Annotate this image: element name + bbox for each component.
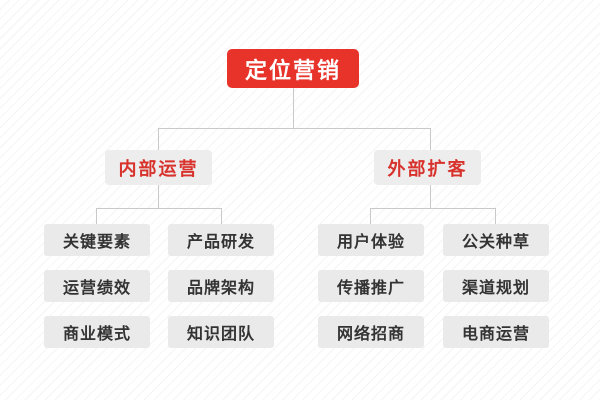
leaf-node[interactable]: 用户体验 [318,224,424,256]
leaf-node[interactable]: 传播推广 [318,270,424,302]
connector-branch-external-drop [430,128,431,150]
root-node[interactable]: 定位营销 [227,49,359,88]
connector-internal-col2-drop [221,208,222,224]
leaf-node[interactable]: 网络招商 [318,316,424,348]
connector-level1-bar [158,128,431,129]
connector-external-bar [370,208,496,209]
connector-internal-bar [96,208,222,209]
leaf-node[interactable]: 电商运营 [443,316,549,348]
connector-external-stem [430,185,431,208]
connector-internal-stem [158,185,159,208]
leaf-node[interactable]: 品牌架构 [168,270,274,302]
leaf-node[interactable]: 知识团队 [168,316,274,348]
connector-root-stem [293,88,294,128]
connector-internal-col1-drop [96,208,97,224]
connector-branch-internal-drop [158,128,159,150]
branch-node-external[interactable]: 外部扩客 [374,150,481,185]
leaf-node[interactable]: 渠道规划 [443,270,549,302]
leaf-node[interactable]: 公关种草 [443,224,549,256]
branch-node-internal[interactable]: 内部运营 [105,150,212,185]
leaf-node[interactable]: 商业模式 [44,316,150,348]
connector-external-col2-drop [495,208,496,224]
connector-external-col1-drop [370,208,371,224]
leaf-node[interactable]: 运营绩效 [44,270,150,302]
leaf-node[interactable]: 关键要素 [44,224,150,256]
leaf-node[interactable]: 产品研发 [168,224,274,256]
